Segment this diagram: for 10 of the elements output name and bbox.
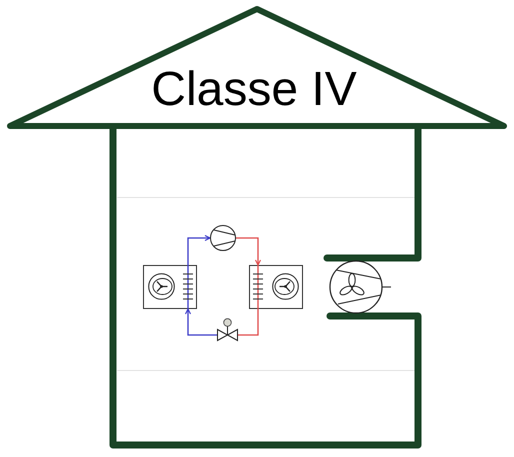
pipe-line (238, 309, 259, 336)
roof-label: Classe IV (151, 66, 357, 114)
pipe-arrow (236, 237, 262, 266)
heat-exchanger-box (249, 265, 303, 309)
roof-triangle (6, 5, 508, 130)
heat-exchanger-box (143, 265, 197, 309)
expansion-valve-symbol (217, 318, 238, 341)
compressor-symbol (210, 225, 236, 251)
pipe-arrow (184, 308, 217, 336)
pipe-arrow (187, 234, 211, 265)
